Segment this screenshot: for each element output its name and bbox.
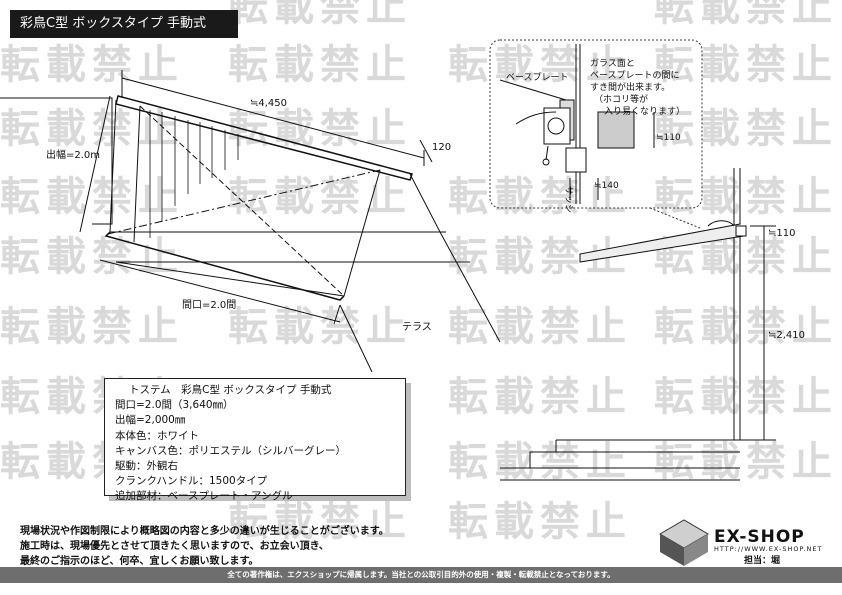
watermark-text: 転載禁止 (654, 439, 838, 485)
detail-dim-110: ≒110 (656, 133, 681, 143)
watermark-text: 転載禁止 (448, 42, 632, 88)
height-dim-line (419, 139, 433, 163)
watermark-text: 転載禁止 (448, 439, 632, 485)
watermark-text: 転載禁止 (448, 374, 632, 420)
watermark-text: 転載禁止 (228, 499, 412, 545)
logo-name: EX-SHOP (714, 527, 805, 547)
housing-curve (707, 220, 735, 227)
watermark-text: 転載禁止 (654, 374, 838, 420)
detail-note-1: ガラス面と (590, 58, 635, 69)
sash-frame (565, 147, 587, 173)
watermark-text: 転載禁止 (228, 42, 412, 88)
roller-icon (547, 117, 565, 135)
copyright-footer: 全ての著作権は、エクスショップに帰属します。当社との公取引目的外の使用・複製・転… (0, 567, 842, 583)
detail-note-5: 入り易くなります） (604, 106, 685, 117)
spec-line: 本体色：ホワイト (115, 429, 199, 442)
sash-label: サッシ (563, 186, 574, 213)
detail-note-3: すき間が出来ます。 (590, 81, 670, 93)
watermark-text: 転載禁止 (448, 174, 632, 220)
awning-perspective (0, 70, 501, 373)
side-arm (133, 105, 141, 243)
watermark-text: 転載禁止 (228, 0, 412, 30)
height-dim: 120 (432, 142, 451, 153)
side-dim-110: ≒110 (768, 228, 795, 239)
side-elevation (500, 168, 776, 481)
watermark-text: 転載禁止 (0, 42, 184, 88)
projection-dim-line (79, 95, 111, 233)
leader-line (499, 79, 567, 101)
watermark-text: 転載禁止 (654, 106, 838, 152)
arm-curve (515, 111, 557, 125)
detail-callout: ベースプレート ガラス面と ベースプレートの間に すき間が出来ます。 （ホコリ等… (489, 39, 703, 229)
length-dim: ≒4,450 (250, 98, 287, 109)
notes-block: 現場状況や作図制限により概略図の内容と多少の違いが生じることがございます。 施工… (20, 524, 389, 569)
detail-note-4: （ホコリ等が (594, 93, 648, 105)
detail-dim-140: ≒140 (594, 181, 619, 191)
crank-stem (545, 145, 549, 161)
spec-line: 出幅=2,000㎜ (115, 414, 186, 427)
logo-url: HTTP://WWW.EX-SHOP.NET (714, 545, 823, 553)
note-line: 最終のご指示のほど、何卒、宜しくお願い致します。 (20, 556, 259, 567)
width-dim-line (99, 259, 341, 323)
page-title: 彩鳥C型 ボックスタイプ 手動式 (10, 10, 238, 38)
awning-side (579, 223, 745, 263)
detail-border (489, 39, 703, 209)
spec-line: 駆動：外観右 (115, 460, 178, 473)
spec-line: キャンバス色：ポリエステル（シルバーグレー） (115, 444, 346, 457)
logo-cube-icon (659, 519, 709, 566)
canvas-line (107, 169, 381, 235)
terrace-edge (339, 304, 373, 373)
length-dim-line (121, 77, 425, 159)
awning-box (115, 95, 413, 181)
mount-bracket (735, 225, 747, 237)
staff-label: 担当：堀 (744, 556, 781, 566)
ground-line (115, 261, 345, 297)
base-plate-label: ベースプレート (506, 72, 569, 83)
watermark-text: 転載禁止 (448, 304, 632, 350)
watermark-text: 転載禁止 (654, 42, 838, 88)
terrace-label: テラス (402, 321, 432, 333)
wall-outline (0, 97, 113, 225)
watermark-text: 転載禁止 (0, 174, 184, 220)
watermark-layer: 転載禁止 転載禁止 転載禁止 転載禁止 転載禁止 転載禁止 転載禁止 転載禁止 … (0, 0, 838, 545)
spec-line: 間口=2.0間（3,640㎜） (115, 399, 234, 412)
note-line: 施工時は、現場優先とさせて頂きたく思いますので、お立会い頂き、 (20, 541, 329, 552)
note-line: 現場状況や作図制限により概略図の内容と多少の違いが生じることがございます。 (20, 526, 389, 537)
detail-note-2: ベースプレートの間に (590, 70, 680, 81)
spec-box: トステム 彩鳥C型 ボックスタイプ 手動式 間口=2.0間（3,640㎜） 出幅… (104, 378, 406, 502)
spec-line: トステム 彩鳥C型 ボックスタイプ 手動式 (129, 384, 332, 396)
callout-pointer (649, 207, 701, 229)
watermark-text: 転載禁止 (448, 499, 632, 545)
side-dim-2410: ≒2,410 (768, 330, 805, 341)
watermark-text: 転載禁止 (0, 106, 184, 152)
side-arm (109, 99, 117, 233)
crank-handle-icon (542, 158, 550, 166)
width-label: 間口=2.0間 (182, 299, 236, 311)
spec-line: 追加部材：ベースプレート・アングル (115, 490, 293, 503)
watermark-text: 転載禁止 (228, 304, 412, 350)
watermark-text: 転載禁止 (654, 174, 838, 220)
watermark-text: 転載禁止 (0, 234, 184, 280)
hatch-lines (149, 110, 239, 238)
watermark-text: 転載禁止 (0, 304, 184, 350)
watermark-text: 転載禁止 (654, 304, 838, 350)
watermark-text: 転載禁止 (654, 0, 838, 30)
side-arm (343, 169, 381, 297)
projection-label: 出幅=2.0m (46, 148, 100, 161)
angle-bracket (597, 111, 635, 149)
canvas-line (139, 105, 345, 297)
spec-line: クランクハンドル：1500タイプ (115, 475, 268, 488)
